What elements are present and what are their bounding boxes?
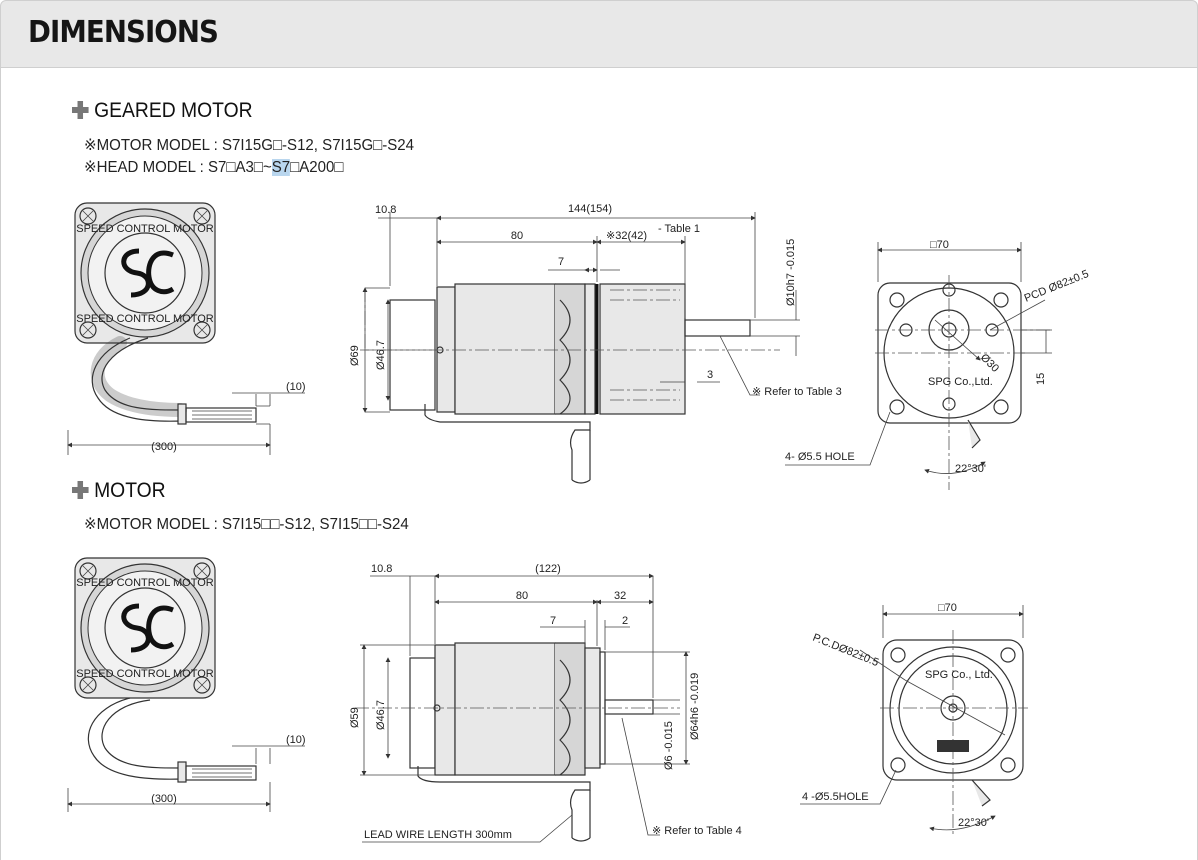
- motor-lead-length: LEAD WIRE LENGTH 300mm: [364, 829, 512, 841]
- motor-dim-46-7: Ø46.7: [375, 700, 387, 730]
- section-title-geared: GEARED MOTOR: [94, 99, 253, 122]
- geared-head-model: ※HEAD MODEL : S7□A3□~S7□A200□: [84, 159, 344, 176]
- motor-dim-59: Ø59: [349, 707, 361, 728]
- motor-dim-80: 80: [516, 590, 528, 602]
- geared-side-view: 144(154) 10.8 80 ※32(42) - Table 1 7 3 Ø…: [349, 203, 842, 484]
- motor-end-view: □70 P.C.DØ82±0.5 SPG Co., Ltd. 4 -Ø5.5HO…: [800, 602, 1028, 835]
- geared-dim-80: 80: [511, 230, 523, 242]
- motor-ref-table4: ※ Refer to Table 4: [652, 825, 742, 837]
- badge-top-text: SPEED CONTROL MOTOR: [76, 223, 214, 235]
- section-motor: MOTOR: [72, 479, 166, 503]
- plus-icon: [72, 481, 89, 499]
- geared-ref-table3: ※ Refer to Table 3: [752, 386, 842, 398]
- geared-sq-70: □70: [930, 239, 949, 251]
- geared-dim-15: 15: [1035, 373, 1047, 385]
- geared-motor-model: ※MOTOR MODEL : S7I15G□-S12, S7I15G□-S24: [84, 137, 415, 154]
- geared-pcd: PCD Ø82±0.5: [1023, 268, 1091, 305]
- section-title-motor: MOTOR: [94, 479, 166, 502]
- geared-angle: 22°30': [955, 463, 986, 475]
- geared-dim-144: 144(154): [568, 203, 612, 215]
- geared-hole: 4- Ø5.5 HOLE: [785, 451, 855, 463]
- motor-side-view: (122) 10.8 80 32 7 2 Ø59 Ø46.7 Ø64h6 -0.…: [349, 563, 742, 843]
- section-geared-motor: GEARED MOTOR: [72, 99, 253, 123]
- geared-table1: - Table 1: [658, 223, 700, 235]
- motor-spg: SPG Co., Ltd.: [925, 669, 993, 681]
- geared-lead-10: (10): [286, 381, 306, 393]
- motor-front-view: SPEED CONTROL MOTOR SPEED CONTROL MOTOR …: [67, 558, 306, 812]
- motor-dim-2: 2: [622, 615, 628, 627]
- spg-logo-icon: [937, 740, 969, 752]
- motor-dim-10-8: 10.8: [371, 563, 392, 575]
- geared-spg: SPG Co.,Ltd.: [928, 376, 993, 388]
- geared-dim-69: Ø69: [349, 345, 361, 366]
- motor-pcd: P.C.DØ82±0.5: [811, 632, 880, 669]
- header-bar: DIMENSIONS: [0, 0, 1198, 68]
- motor-dim-122: (122): [535, 563, 561, 575]
- geared-dim-32: ※32(42): [606, 230, 647, 242]
- badge-bottom-text: SPEED CONTROL MOTOR: [76, 668, 214, 680]
- geared-dim-3: 3: [707, 369, 713, 381]
- geared-front-view: SPEED CONTROL MOTOR SPEED CONTROL MOTOR …: [67, 203, 306, 455]
- motor-hole: 4 -Ø5.5HOLE: [802, 791, 869, 803]
- motor-dim-64: Ø64h6 -0.019: [689, 673, 701, 740]
- motor-lead-10: (10): [286, 734, 306, 746]
- plus-icon: [72, 101, 89, 119]
- geared-dim-46-7: Ø46.7: [375, 340, 387, 370]
- page-title: DIMENSIONS: [28, 15, 219, 50]
- motor-dim-7: 7: [550, 615, 556, 627]
- motor-angle: 22°30': [958, 817, 989, 829]
- badge-top-text: SPEED CONTROL MOTOR: [76, 577, 214, 589]
- motor-model: ※MOTOR MODEL : S7I15□□-S12, S7I15□□-S24: [84, 516, 409, 533]
- geared-d30: Ø30: [978, 352, 1001, 375]
- motor-dim-6: Ø6 -0.015: [663, 721, 675, 770]
- geared-dim-10-8: 10.8: [375, 204, 396, 216]
- badge-bottom-text: SPEED CONTROL MOTOR: [76, 313, 214, 325]
- geared-dim-7: 7: [558, 256, 564, 268]
- geared-shaft-dim: Ø10h7 -0.015: [785, 239, 797, 306]
- motor-sq-70: □70: [938, 602, 957, 614]
- motor-lead-300: (300): [151, 793, 177, 805]
- geared-lead-300: (300): [151, 441, 177, 453]
- motor-dim-32: 32: [614, 590, 626, 602]
- geared-end-view: □70 PCD Ø82±0.5 Ø30 SPG Co.,Ltd. 15 4- Ø…: [785, 239, 1091, 490]
